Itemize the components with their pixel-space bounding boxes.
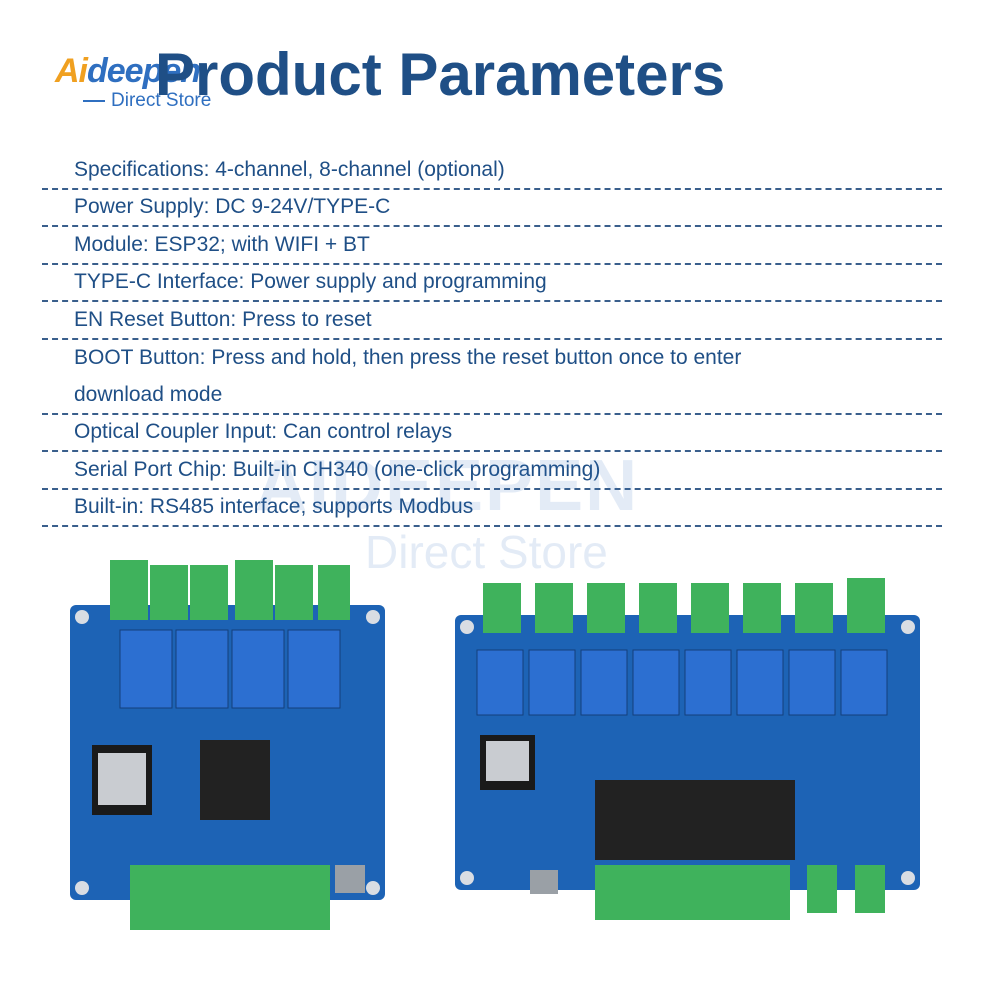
param-module: Module: ESP32; with WIFI + BT — [42, 227, 942, 265]
bottom-terminal — [595, 865, 790, 920]
optocouplers — [595, 780, 795, 860]
type-c-port — [530, 870, 558, 894]
top-terminals — [110, 560, 350, 620]
type-c-port — [335, 865, 365, 893]
logo-subtitle-text: Direct Store — [111, 90, 212, 111]
logo-subtitle: Direct Store — [83, 90, 211, 112]
param-type-c: TYPE-C Interface: Power supply and progr… — [42, 265, 942, 302]
relay-board-8ch-image — [455, 578, 920, 920]
mount-hole — [366, 881, 380, 895]
param-rs485: Built-in: RS485 interface; supports Modb… — [42, 490, 942, 527]
page-title: Product Parameters — [155, 41, 726, 108]
param-boot-button-cont: download mode — [42, 377, 942, 415]
mount-hole — [460, 620, 474, 634]
mount-hole — [901, 620, 915, 634]
logo-divider — [83, 100, 105, 102]
logo-wordmark: Aideepen — [55, 52, 201, 91]
rs485-terminal — [807, 865, 837, 913]
mount-hole — [75, 610, 89, 624]
param-boot-button: BOOT Button: Press and hold, then press … — [74, 346, 742, 370]
bottom-terminal — [130, 865, 330, 930]
watermark-subtitle: Direct Store — [365, 526, 608, 578]
top-terminals — [483, 578, 885, 633]
mount-hole — [366, 610, 380, 624]
param-optical-coupler: Optical Coupler Input: Can control relay… — [42, 415, 942, 452]
brand-logo: Aideepen Direct Store — [55, 52, 285, 122]
param-specifications: Specifications: 4-channel, 8-channel (op… — [42, 152, 942, 190]
parameter-list: Specifications: 4-channel, 8-channel (op… — [42, 152, 942, 527]
mount-hole — [901, 871, 915, 885]
relays — [119, 629, 341, 709]
mount-hole — [460, 871, 474, 885]
param-en-reset: EN Reset Button: Press to reset — [42, 302, 942, 340]
mount-hole — [75, 881, 89, 895]
esp32-shield — [486, 741, 529, 781]
logo-prefix: Ai — [55, 52, 88, 90]
relay-board-4ch-image — [70, 560, 385, 930]
esp32-shield — [98, 753, 146, 805]
param-power-supply: Power Supply: DC 9-24V/TYPE-C — [42, 190, 942, 227]
relays — [476, 649, 888, 716]
logo-rest: deepen — [87, 52, 201, 90]
power-terminal — [855, 865, 885, 913]
param-serial-chip: Serial Port Chip: Built-in CH340 (one-cl… — [42, 452, 942, 490]
optocouplers — [200, 740, 270, 820]
